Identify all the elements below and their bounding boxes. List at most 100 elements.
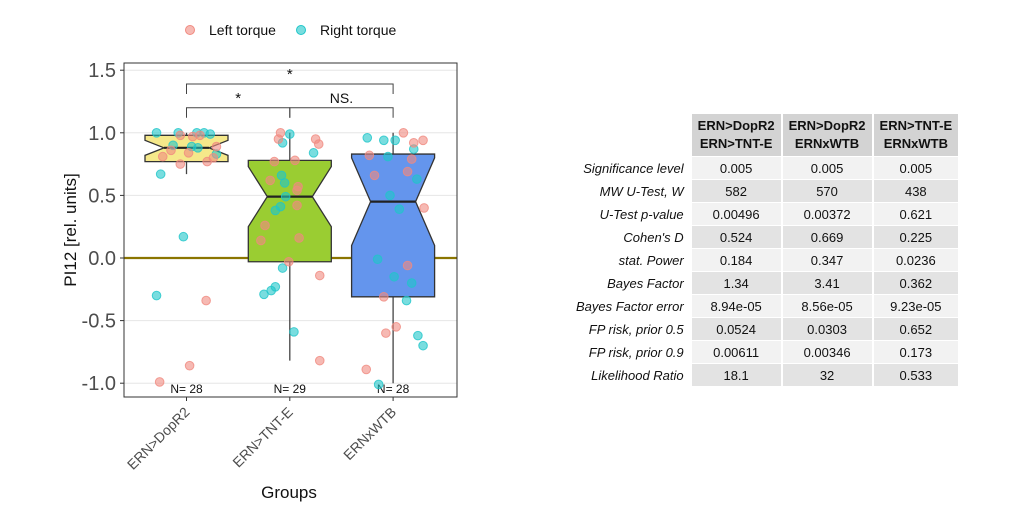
left-torque-point: [402, 260, 413, 271]
right-torque-point: [372, 254, 383, 265]
table-cell: 0.347: [782, 249, 872, 271]
left-torque-point: [419, 203, 429, 213]
left-torque-point: [201, 295, 211, 306]
right-torque-point: [285, 129, 295, 139]
table-cell: 9.23e-05: [873, 295, 959, 317]
right-torque-point: [270, 205, 281, 216]
significance-bracket: [289, 107, 394, 118]
row-label: stat. Power: [568, 249, 690, 271]
left-torque-point: [208, 153, 219, 163]
table-cell: 0.173: [873, 341, 959, 363]
table-cell: 0.0524: [691, 318, 781, 340]
table-cell: 0.005: [782, 157, 872, 179]
row-label: FP risk, prior 0.5: [568, 318, 690, 340]
table-cell: 18.1: [691, 364, 781, 386]
left-torque-point: [381, 328, 391, 338]
left-torque-point: [364, 150, 375, 161]
left-torque-point: [260, 220, 270, 231]
row-label: Bayes Factor error: [568, 295, 690, 317]
notched-box: [247, 159, 332, 263]
table-cell: 0.005: [873, 157, 959, 179]
right-torque-point: [412, 174, 422, 184]
right-torque-point: [373, 379, 384, 390]
left-torque-point: [157, 151, 168, 162]
left-torque-point: [184, 360, 195, 371]
right-torque-point: [151, 128, 162, 138]
right-torque-point: [389, 271, 399, 282]
right-torque-point: [406, 278, 417, 288]
significance-bracket: [186, 83, 394, 94]
left-torque-point: [408, 138, 419, 148]
x-tick-label: ERN>DopR2: [124, 404, 193, 473]
significance-label: *: [287, 66, 293, 83]
left-torque-point: [175, 159, 186, 169]
right-torque-point: [383, 151, 393, 162]
table-cell: 1.34: [691, 272, 781, 294]
plot-border: [123, 62, 458, 398]
table-cell: 0.362: [873, 272, 959, 294]
n-label: N= 29: [274, 382, 307, 396]
table-cell: 0.652: [873, 318, 959, 340]
right-torque-point: [193, 143, 203, 153]
row-label: Bayes Factor: [568, 272, 690, 294]
table-cell: 0.00496: [691, 203, 781, 225]
y-tick-label: 0.0: [88, 248, 116, 270]
significance-label: NS.: [330, 90, 353, 106]
left-torque-point: [292, 200, 302, 211]
y-tick-label: -1.0: [82, 373, 116, 395]
left-torque-point: [391, 322, 401, 332]
table-cell: 0.621: [873, 203, 959, 225]
right-torque-point: [390, 135, 400, 146]
n-label: N= 28: [170, 382, 203, 396]
significance-label: *: [235, 90, 241, 107]
table-cell: 0.669: [782, 226, 872, 248]
left-torque-point: [292, 185, 302, 196]
right-torque-point: [205, 129, 216, 139]
left-torque-point: [273, 134, 284, 144]
table-cell: 0.00372: [782, 203, 872, 225]
right-torque-point: [289, 327, 299, 337]
left-torque-point: [313, 139, 324, 149]
right-torque-point: [418, 340, 428, 351]
x-tick-label: ERN>TNT-E: [229, 404, 296, 471]
right-torque-point: [279, 178, 290, 188]
left-torque-point: [402, 166, 413, 177]
table-cell: 0.00611: [691, 341, 781, 363]
row-label: MW U-Test, W: [568, 180, 690, 202]
table-cell: 0.524: [691, 226, 781, 248]
table-cell: 0.0303: [782, 318, 872, 340]
left-torque-point: [406, 154, 417, 164]
x-tick-label: ERNxWTB: [340, 404, 399, 463]
left-torque-point: [361, 364, 372, 375]
legend-label: Left torque: [209, 22, 276, 38]
left-torque-point: [154, 377, 165, 387]
table-cell: 438: [873, 180, 959, 202]
table-cell: 8.94e-05: [691, 295, 781, 317]
table-cell: 0.533: [873, 364, 959, 386]
left-torque-point: [269, 156, 280, 167]
table-cell: 582: [691, 180, 781, 202]
table-cell: 3.41: [782, 272, 872, 294]
row-label: Cohen's D: [568, 226, 690, 248]
left-torque-point: [398, 128, 409, 138]
legend-marker: [296, 25, 306, 35]
right-torque-point: [413, 330, 423, 341]
left-torque-point: [283, 256, 294, 267]
table-cell: 8.56e-05: [782, 295, 872, 317]
table-cell: 0.00346: [782, 341, 872, 363]
left-torque-point: [294, 233, 304, 243]
notched-box: [350, 153, 436, 298]
x-axis-title: Groups: [261, 483, 317, 502]
